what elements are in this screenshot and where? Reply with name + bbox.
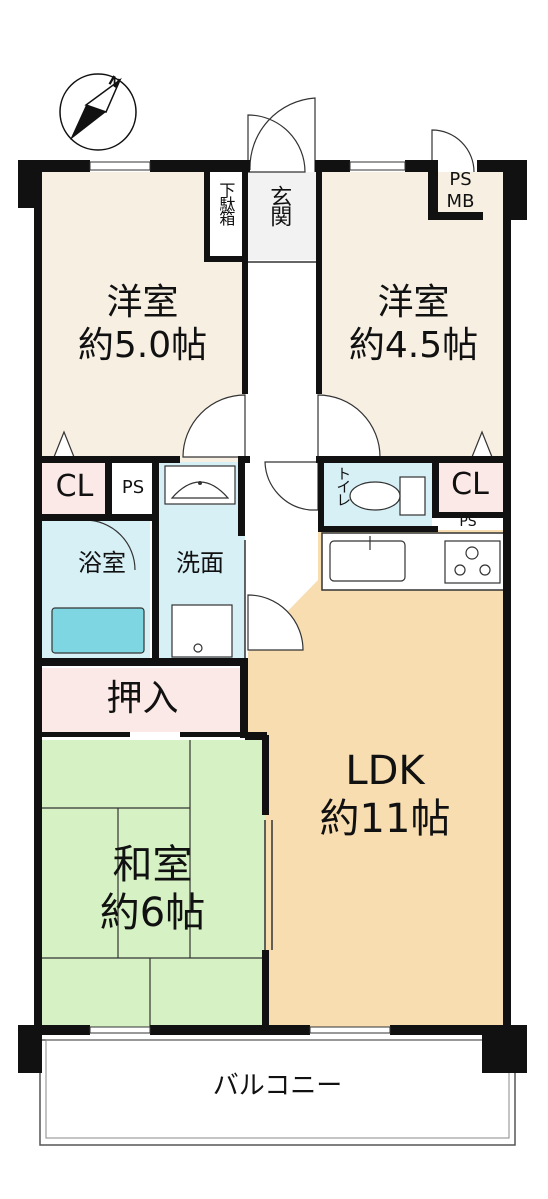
compass-icon [59,73,137,151]
oshiire-fill [40,668,245,732]
ldk-size: 約11帖 [319,796,451,842]
western-room-left-name: 洋室 [106,282,179,323]
shoe-box-label: 下駄箱 [216,182,236,224]
closet-left-label: CL [55,469,94,504]
ldk-fill [248,530,505,1030]
door-swings [51,97,495,651]
ps-left-label: PS [121,477,145,498]
ps-mb-label-top: PS [449,169,472,190]
closet-left-fill [40,462,110,517]
walls [18,160,527,1073]
closet-right-fill [432,462,505,512]
windows [89,161,406,1034]
balcony-label: バルコニー [212,1071,343,1101]
bath-label: 浴室 [78,549,126,577]
japanese-room-fill [40,740,265,1030]
oshiire-label: 押入 [106,678,179,719]
bathtub [51,607,145,654]
ldk-name: LDK [345,748,425,794]
washroom-label: 洗面 [176,549,224,577]
western-room-right-size: 約4.5帖 [348,325,479,366]
toilet-bowl [349,476,426,516]
ps-left-fill [110,462,158,517]
entrance-fill [248,172,316,260]
washing-machine-pan [171,604,233,658]
japanese-room-name: 和室 [112,842,193,888]
ps-mb-label-bottom: MB [446,191,475,212]
closet-right-label: CL [451,467,489,502]
kitchen-counter [321,532,506,591]
tatami-lines [40,740,265,1030]
western-room-left-size: 約5.0帖 [77,325,208,366]
western-room-right-name: 洋室 [377,282,450,323]
shoe-box-fill [210,172,248,260]
wash-basin [164,465,236,505]
balcony [39,1039,516,1146]
ps-right-label: PS [459,514,477,530]
japanese-room-size: 約6帖 [99,890,206,936]
entrance-label: 玄関 [266,185,292,225]
toilet-label: トイレ [334,466,353,505]
thin-partitions [244,261,318,950]
